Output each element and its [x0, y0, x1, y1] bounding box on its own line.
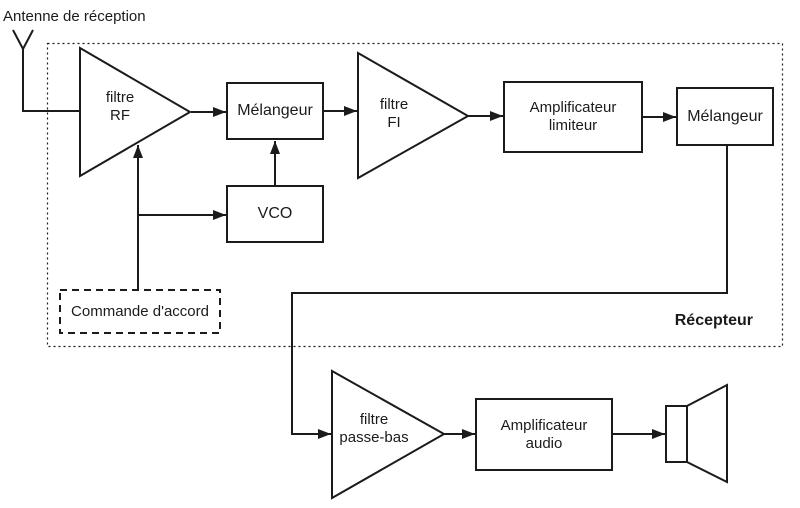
vco-label: VCO: [257, 205, 293, 222]
receiver-region-label: Récepteur: [674, 312, 753, 329]
tuning-control-box: [59, 289, 221, 334]
rf-filter-triangle: [79, 46, 192, 178]
limiter-amplifier-box: [503, 81, 643, 153]
audio-amplifier-box: [475, 398, 613, 471]
receiver-boundary: [46, 42, 784, 348]
if-filter-triangle: [357, 51, 471, 180]
tuning-control-label: Commande d'accord: [71, 302, 209, 320]
limiter-amplifier-label: Amplificateur limiteur: [529, 99, 617, 134]
if-filter-label: filtre FI: [379, 96, 409, 131]
mixer2-label: Mélangeur: [687, 107, 763, 125]
speaker-icon: [665, 383, 728, 484]
antenna-label: Antenne de réception: [3, 8, 146, 25]
vco-box: [226, 185, 324, 243]
lowpass-filter-label: filtre passe-bas: [339, 411, 409, 446]
lowpass-filter-triangle: [331, 369, 447, 500]
mixer2-box: [676, 87, 774, 146]
mixer1-box: [226, 82, 324, 140]
antenna-icon: [12, 29, 79, 112]
rf-filter-label: filtre RF: [105, 89, 135, 124]
arrow-mixer2-to-lowpass: [291, 145, 728, 439]
audio-amplifier-label: Amplificateur audio: [500, 416, 588, 452]
mixer1-label: Mélangeur: [237, 102, 313, 119]
